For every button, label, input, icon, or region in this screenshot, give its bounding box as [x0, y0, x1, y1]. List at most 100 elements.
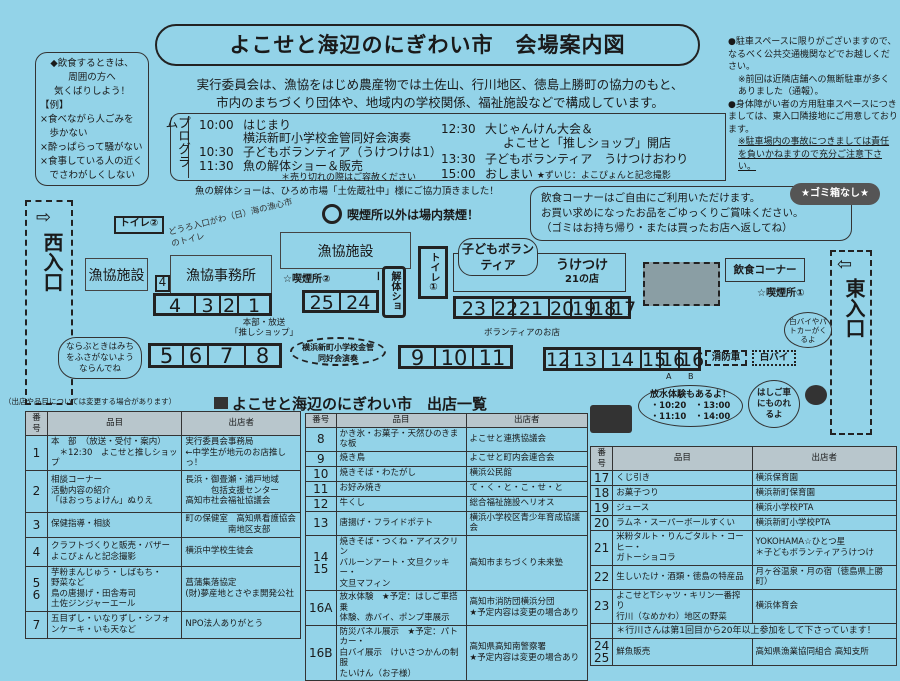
stall-vendor: よこせと連携協議会 [465, 426, 589, 452]
stall-vendor: 横浜公民館 [465, 465, 589, 482]
program-text: 子どもボランティア うけつけおわり [485, 152, 689, 166]
smoking-area-2: ☆喫煙所② [283, 274, 331, 285]
stall-vendor: NPO法人ありがとう [181, 610, 301, 639]
water-time: ・14:00 [694, 412, 731, 422]
example-item: ×食事している人の近く [40, 156, 143, 167]
note-line: 周囲の方へ [68, 72, 116, 83]
arrow-right-icon: ⇨ [36, 207, 52, 228]
stall[interactable]: 13 [568, 350, 604, 370]
stall[interactable]: 17 [612, 298, 637, 320]
program-time: 15:00 [441, 167, 476, 181]
stall[interactable]: 11 [478, 346, 506, 370]
stall-items: 焼きそば・わたがし [335, 465, 467, 482]
table-header-row: 番号品目出店者 [305, 413, 589, 428]
stall-number: 17 [589, 470, 614, 486]
water-experience-bubble: 放水体験もあるよ！ ・10:20 ・13:00 ・11:10 ・14:00 [638, 385, 743, 427]
table-note-row: ＊行川さんは第1回目から20年以上参加をして下さっています！ [589, 623, 897, 639]
stall-items: 牛くし [335, 495, 467, 512]
stall-items: 保健指導・相談 [46, 511, 183, 538]
stall-vendor: YOKOHAMA☆ひとつ星 ＊子どもボランティアうけつけ [751, 530, 898, 566]
program-time: 12:30 [441, 122, 476, 136]
stall-vendor: 横浜新町保育園 [751, 485, 898, 501]
stall[interactable]: 22 [494, 298, 519, 320]
stall[interactable]: 1 [247, 295, 261, 317]
stall-items: お好み焼き [335, 480, 467, 497]
program-time: 13:30 [441, 152, 476, 166]
stall[interactable]: 12 [546, 349, 571, 371]
stall[interactable]: 18 [592, 298, 617, 320]
water-title: 放水体験もあるよ！ [649, 390, 731, 400]
stall[interactable]: 9 [401, 348, 436, 369]
stall[interactable]: 16 [661, 349, 686, 371]
note-line: ◆飲食するときは、 [50, 58, 134, 69]
parking-notes: ●駐車スペースに限りがございますので、なるべく公共交通機関などでお越しください。… [728, 36, 898, 174]
fishery-facility-left: 漁協施設 [85, 258, 148, 291]
example-item: ×酔っぱらって騒がない [40, 142, 143, 153]
volunteer-shops-label: ボランティアのお店 [484, 328, 560, 338]
fishery-facility-right: 漁協施設 [280, 232, 411, 269]
stall[interactable]: 14 [604, 350, 642, 370]
program-text: 横浜新町小学校金管同好会演奏 [243, 131, 412, 145]
column-header: 番号 [589, 446, 614, 471]
program-text: 大じゃんけん大会＆ [485, 122, 594, 136]
stall[interactable]: 15 [642, 349, 667, 371]
stall[interactable]: 20 [550, 298, 575, 320]
east-entrance: ⇦ 東入口 [830, 250, 872, 435]
table-header-row: 番号品目出店者 [589, 446, 898, 471]
stall-vendor: 高知県高知南警察署 ★予定内容は変更の場合あり [465, 624, 589, 681]
stall[interactable]: 2 [221, 296, 239, 316]
stall[interactable]: 3 [196, 296, 221, 316]
oshi-shop-text: 「推しショップ」 [230, 328, 299, 338]
program-label: プログラム [163, 116, 190, 178]
stall-vendor: 横浜新町小学校PTA [751, 515, 898, 531]
stall[interactable]: 4 [156, 296, 196, 316]
stall[interactable]: 25 [305, 293, 341, 313]
column-header: 品目 [46, 411, 183, 436]
stall[interactable]: 10 [436, 348, 474, 369]
stall-number: 23 [589, 588, 614, 624]
page-title: よこせと海辺のにぎわい市 会場案内図 [155, 24, 700, 66]
stall-items: 米粉タルト・りんごタルト・コーヒー・ ガトーショコラ [612, 530, 753, 566]
stall[interactable]: 7 [209, 346, 246, 367]
parking-note: ※前回は近隣店舗への無断駐車が多くありました（通報）。 [738, 74, 890, 98]
toilet-2: トイレ② [114, 216, 164, 234]
stall-items: くじ引き [612, 470, 753, 486]
stall[interactable]: 8 [255, 344, 270, 368]
stall-number: 12 [305, 495, 337, 512]
stall-number: 20 [589, 515, 614, 531]
stall[interactable]: 23 [456, 299, 494, 319]
program-time: 11:30 [199, 159, 234, 173]
east-entrance-label: 東入口 [842, 278, 866, 338]
stall[interactable]: 5 [151, 346, 184, 367]
stall[interactable]: 21 [514, 299, 550, 319]
no-smoking-icon [322, 204, 342, 224]
stall-items: 五目ずし・いなりずし・シフォンケーキ・いも天など [46, 610, 183, 639]
stall-items: 防災パネル展示 ★予定：パトカー・ 白バイ展示 けいさつかんの制服 たいけん（お… [335, 624, 467, 681]
water-time: ・10:20 [650, 401, 687, 411]
list-title-text: よこせと海辺のにぎわい市 出店一覧 [232, 395, 488, 413]
stall-items: 相談コーナー 活動内容の紹介 「ほおっちょけん」ぬりえ [46, 469, 183, 513]
stall[interactable]: 19 [572, 298, 597, 320]
example-item: でさわがしくしない [40, 170, 136, 181]
stall-number: 14 15 [305, 534, 337, 591]
fish-show-note: 魚の解体ショーは、ひろめ市場「土佐蔵社中」様にご協力頂きました！ [195, 186, 499, 197]
stall-number: 5 6 [25, 565, 48, 612]
stall-items: 生しいたけ・酒類・徳島の特産品 [612, 564, 753, 590]
arrow-left-icon: ⇦ [837, 254, 853, 275]
stall[interactable]: 6 [184, 346, 209, 367]
stall[interactable]: 24 [346, 292, 371, 314]
stall[interactable]: 16 [680, 349, 705, 371]
food-corner-label: 飲食コーナー [725, 258, 805, 282]
